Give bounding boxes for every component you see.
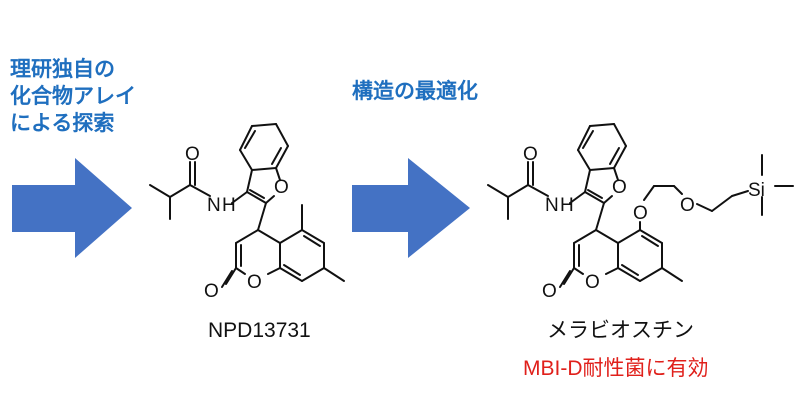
amide-nitrogen-label-2: N — [545, 195, 559, 216]
ether-oxygen-label-1: O — [633, 203, 648, 224]
amide-hydrogen-label: H — [222, 195, 236, 216]
structure-hit: O N H O — [149, 123, 345, 302]
amide-nitrogen-label: N — [207, 195, 221, 216]
ether-oxygen-label-2: O — [680, 195, 695, 216]
structure-optimized: O N H O — [487, 123, 794, 302]
hit-compound-name: NPD13731 — [208, 319, 311, 342]
coumarin-ring — [221, 204, 345, 288]
benzofuran-ring-2 — [577, 123, 627, 204]
isobutyryl-group-2 — [487, 161, 549, 220]
coumarin-ring-2 — [559, 221, 683, 288]
silicon-label: Si — [748, 180, 765, 201]
lactone-oxygen-label-2: O — [585, 272, 600, 293]
carbonyl-oxygen-label-2: O — [542, 281, 557, 302]
optimization-caption: 構造の最適化 — [352, 80, 478, 103]
optimized-compound-name: メラビオスチン — [547, 319, 694, 342]
amide-hydrogen-label-2: H — [560, 195, 574, 216]
amide-oxygen-label: O — [185, 144, 200, 165]
furan-oxygen-label-2: O — [612, 177, 627, 198]
activity-note: MBI-D耐性菌に有効 — [523, 357, 709, 380]
carbonyl-oxygen-label: O — [204, 281, 219, 302]
amide-oxygen-label-2: O — [523, 144, 538, 165]
screening-caption-line-2: 化合物アレイ — [10, 85, 136, 108]
arrow-screening — [12, 158, 132, 258]
lactone-oxygen-label: O — [247, 272, 262, 293]
screening-caption-line-1: 理研独自の — [10, 58, 115, 81]
sem-ether-chain: O O Si — [633, 154, 794, 224]
screening-caption: 理研独自の 化合物アレイ による探索 — [10, 56, 136, 137]
arrow-optimization — [352, 158, 470, 258]
screening-caption-line-3: による探索 — [10, 112, 115, 135]
furan-oxygen-label: O — [274, 177, 289, 198]
benzofuran-ring — [239, 123, 289, 204]
isobutyryl-group — [149, 161, 211, 220]
